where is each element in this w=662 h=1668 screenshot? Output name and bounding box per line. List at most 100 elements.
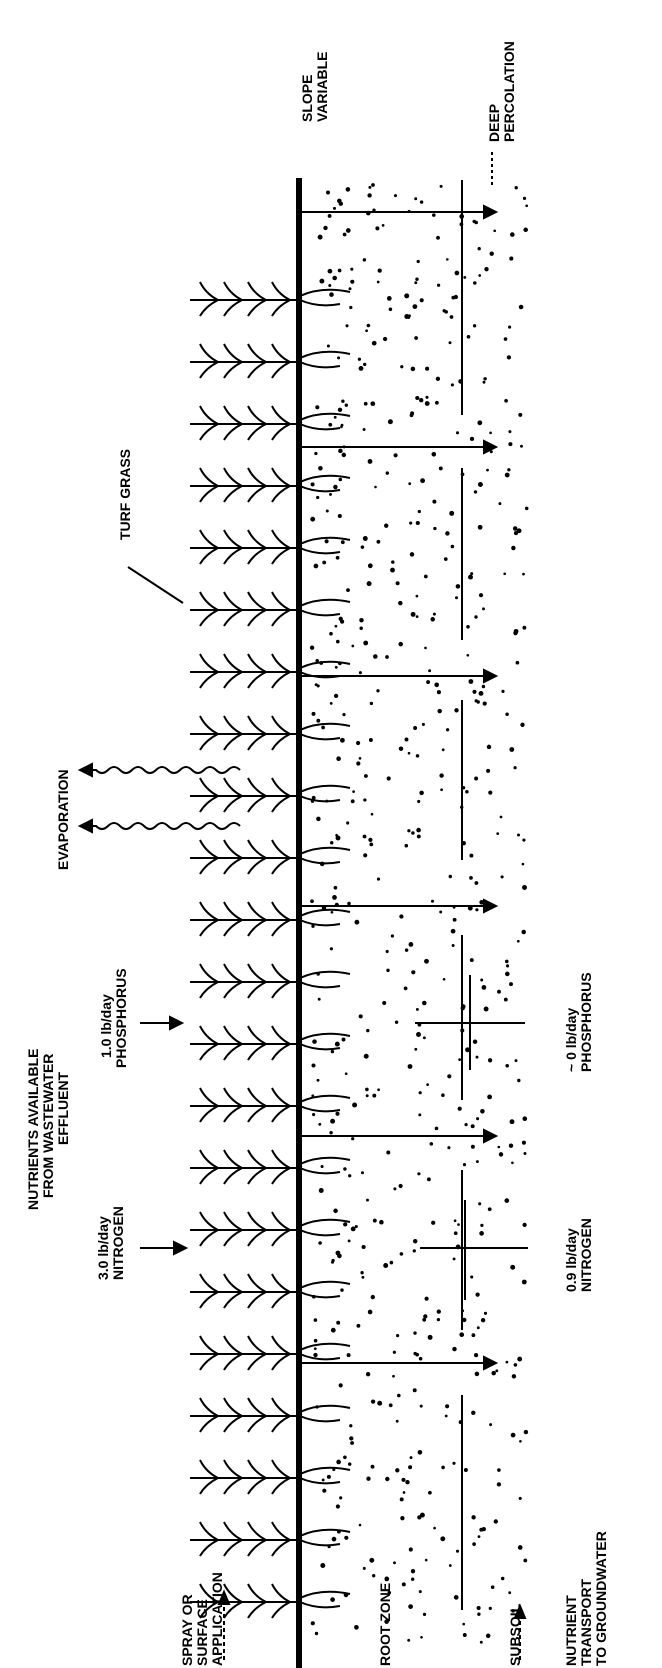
soil-dot (401, 1582, 406, 1587)
soil-dot (419, 200, 424, 204)
soil-dot (440, 788, 443, 792)
soil-dot (513, 630, 518, 636)
soil-dot (482, 607, 485, 611)
soil-dot (356, 1323, 361, 1328)
subsoil-label: SUBSOIL (507, 1603, 523, 1666)
grass-leaf (223, 963, 243, 983)
soil-dot (452, 1346, 457, 1352)
soil-dot (419, 398, 424, 403)
soil-dot (471, 1410, 476, 1416)
soil-dot (309, 645, 315, 650)
soil-dot (326, 344, 330, 348)
soil-dot (344, 403, 348, 407)
soil-dot (346, 1353, 351, 1358)
grass-leaf (271, 733, 291, 751)
soil-dot (410, 611, 416, 617)
soil-dot (333, 885, 338, 890)
soil-dot (366, 1476, 371, 1481)
soil-dot (509, 1119, 515, 1125)
soil-dot (495, 1369, 499, 1373)
grass-root (299, 1280, 351, 1289)
soil-dot (500, 875, 504, 879)
nitrogen-input-arrowhead (173, 1240, 189, 1256)
grass-leaf (271, 1459, 291, 1479)
nutrients-available-label: NUTRIENTS AVAILABLE FROM WASTEWATER EFFL… (25, 1045, 71, 1210)
soil-dot (366, 323, 371, 328)
grass-leaf (247, 715, 267, 735)
root-zone-label: ROOT ZONE (377, 1583, 393, 1666)
soil-dot (477, 420, 483, 426)
grass-plant (190, 1273, 351, 1309)
soil-dot (468, 574, 473, 580)
soil-dot (422, 1612, 427, 1617)
grass-leaf (223, 1521, 243, 1541)
grass-root (299, 784, 351, 793)
soil-dot (393, 194, 398, 198)
soil-dot (430, 899, 435, 903)
soil-dot (441, 748, 445, 752)
grass-leaf (199, 1539, 219, 1557)
grass-leaf (199, 1459, 219, 1479)
grass-leaf (223, 653, 243, 673)
soil-dot (337, 356, 341, 360)
grass-leaf (247, 1087, 267, 1107)
grass-leaf (199, 1397, 219, 1417)
soil-dot (333, 484, 338, 490)
grass-root (299, 981, 341, 989)
soil-dot (361, 1275, 365, 1279)
soil-dot (448, 1564, 452, 1567)
soil-dot (362, 428, 366, 431)
soil-dot (350, 1226, 356, 1232)
grass-root (299, 908, 351, 917)
soil-dot (509, 747, 515, 752)
soil-dot (442, 309, 446, 313)
soil-dot (386, 296, 392, 301)
grass-leaf (247, 777, 267, 797)
soil-dot (399, 1497, 404, 1502)
grass-leaf (271, 1477, 291, 1495)
soil-dot (333, 415, 337, 419)
soil-dot (472, 689, 477, 694)
soil-dot (415, 395, 420, 401)
soil-dot (369, 842, 374, 847)
soil-dot (358, 671, 362, 675)
soil-dot (522, 1222, 527, 1228)
grass-leaf (199, 299, 219, 317)
soil-dot (323, 225, 328, 231)
soil-dot (463, 275, 467, 279)
grass-leaf (223, 281, 243, 301)
grass-leaf (223, 405, 243, 425)
grass-leaf (199, 405, 219, 425)
soil-dot (411, 1577, 415, 1581)
soil-dot (419, 298, 424, 303)
soil-dot (377, 1400, 383, 1406)
soil-dot (416, 827, 421, 833)
soil-dot (436, 690, 441, 695)
soil-dot (479, 899, 485, 905)
grass-leaf (247, 1273, 267, 1293)
soil-dot (357, 357, 362, 361)
soil-dot (389, 1260, 394, 1265)
percolation-arrowhead (483, 668, 499, 684)
soil-dot (318, 1241, 322, 1245)
grass-plant (190, 467, 351, 503)
grass-leaf (223, 671, 243, 689)
grass-root (299, 1477, 341, 1485)
grass-root (299, 288, 351, 297)
soil-dot (392, 1374, 395, 1378)
grass-leaf (271, 1087, 291, 1107)
soil-dot (372, 1093, 377, 1098)
soil-dot (417, 1449, 423, 1455)
soil-dot (411, 831, 415, 835)
grass-root (299, 857, 341, 865)
soil-dot (504, 472, 510, 478)
grass-leaf (247, 981, 267, 999)
soil-dot (469, 436, 475, 442)
soil-dot (423, 574, 428, 579)
grass-leaf (223, 857, 243, 875)
soil-dot (337, 661, 342, 666)
grass-leaf (271, 529, 291, 549)
turf-grass-plants (190, 281, 351, 1619)
grass-leaf (271, 1521, 291, 1541)
soil-dot (343, 1167, 347, 1171)
